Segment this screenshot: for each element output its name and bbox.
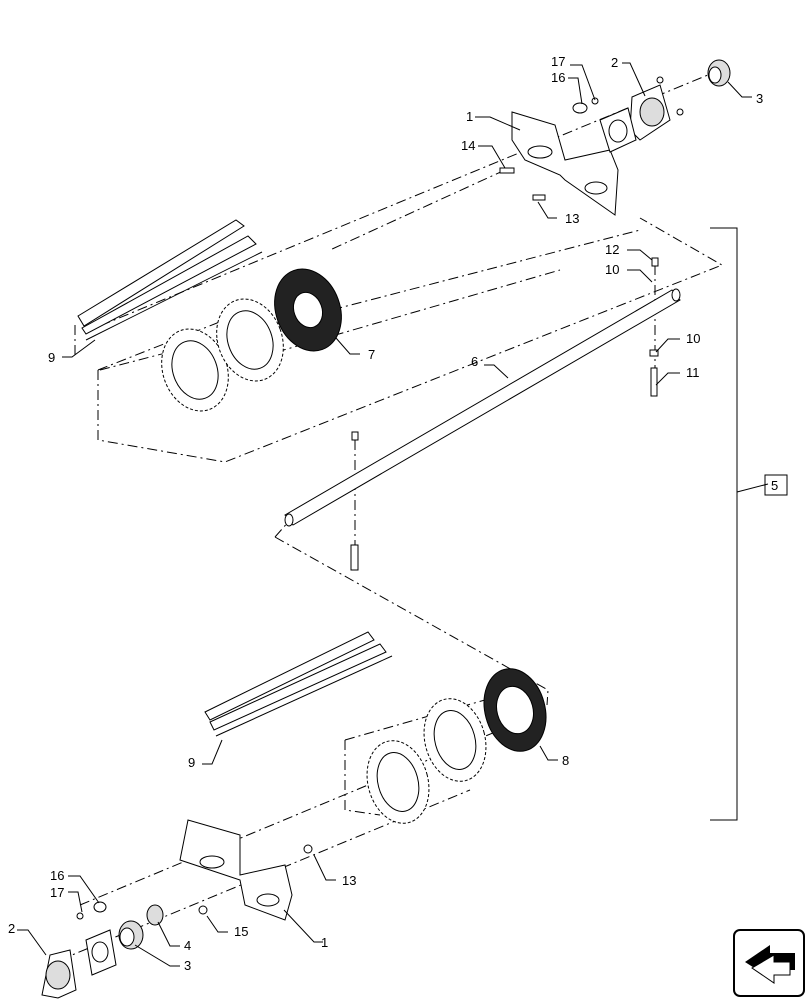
callout-16-upper: 16 [551, 70, 565, 85]
leader-lines [17, 62, 752, 967]
previous-arrow-icon[interactable] [733, 929, 805, 997]
lower-bearing-assembly [41, 819, 313, 999]
scrapers-9-upper [74, 219, 263, 355]
callout-3-lower: 3 [184, 958, 191, 973]
callout-14: 14 [461, 138, 475, 153]
callout-9-upper: 9 [48, 350, 55, 365]
shaft-6 [284, 257, 681, 571]
centerlines [59, 69, 724, 961]
callout-13-lower: 13 [342, 873, 356, 888]
callout-1-upper: 1 [466, 109, 473, 124]
callout-11: 11 [686, 365, 700, 380]
callout-7: 7 [368, 347, 375, 362]
callout-8: 8 [562, 753, 569, 768]
callout-10-upper: 10 [605, 262, 619, 277]
bearing-4 [146, 904, 164, 926]
upper-bearing-assembly [499, 59, 731, 216]
upper-disks [161, 268, 342, 412]
callout-3-upper: 3 [756, 91, 763, 106]
assembly-bracket [710, 227, 788, 821]
callout-17-upper: 17 [551, 54, 565, 69]
lower-disks [366, 668, 547, 824]
callout-10-lower: 10 [686, 331, 700, 346]
scrapers-9-lower [204, 631, 393, 737]
callout-12: 12 [605, 242, 619, 257]
callout-2-lower: 2 [8, 921, 15, 936]
callout-15: 15 [234, 924, 248, 939]
callout-labels: 17 16 2 3 1 14 13 12 10 10 11 9 7 6 5 9 … [8, 54, 778, 973]
callout-1-lower: 1 [321, 935, 328, 950]
callout-16-lower: 16 [50, 868, 64, 883]
callout-9-lower: 9 [188, 755, 195, 770]
callout-17-lower: 17 [50, 885, 64, 900]
callout-2-upper: 2 [611, 55, 618, 70]
callout-13-upper: 13 [565, 211, 579, 226]
callout-6: 6 [471, 354, 478, 369]
callout-4: 4 [184, 938, 191, 953]
callout-5: 5 [771, 478, 778, 493]
